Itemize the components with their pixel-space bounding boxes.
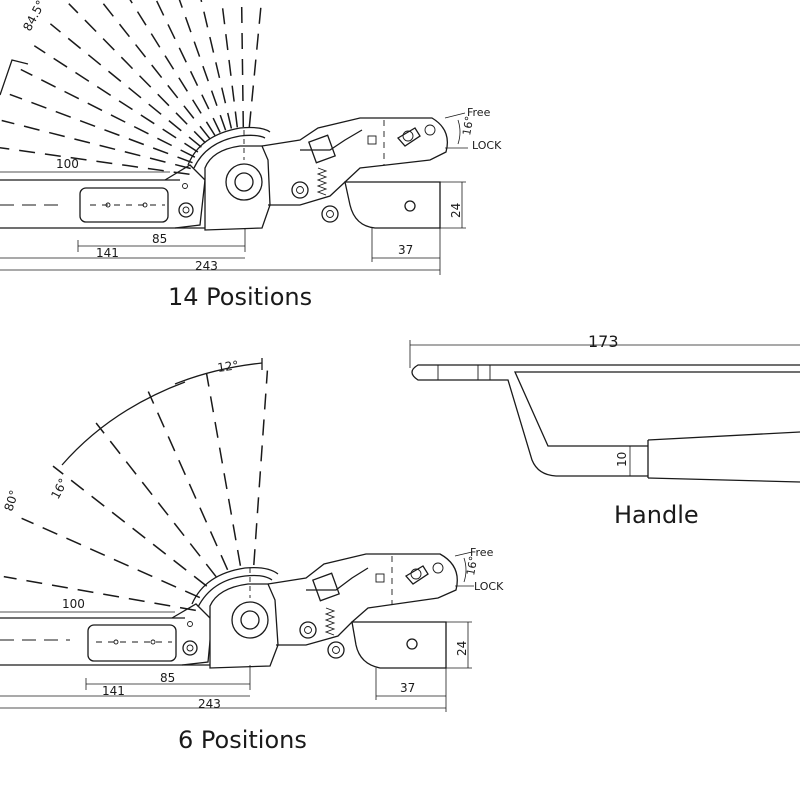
hinge-plate	[171, 603, 213, 666]
lever-arm	[267, 553, 458, 646]
position-arc	[61, 381, 186, 466]
angle-label-84-5: 84.5°	[20, 0, 48, 33]
ratchet-disc	[187, 126, 271, 231]
position-line	[205, 373, 242, 566]
dimension-173: 173	[409, 332, 800, 368]
position-line	[220, 0, 239, 128]
dimension-141: 141	[0, 246, 245, 260]
position-line	[200, 0, 233, 129]
position-line	[95, 422, 217, 578]
angle-label-80: 80°	[2, 488, 22, 513]
free-lock-indicator: Free LOCK 16°	[454, 546, 504, 593]
position-line	[3, 575, 196, 612]
svg-text:LOCK: LOCK	[474, 580, 504, 593]
position-fan-lines	[0, 0, 263, 176]
position-line	[178, 0, 227, 131]
position-fan-lines	[3, 370, 269, 612]
svg-text:37: 37	[398, 243, 413, 257]
svg-text:100: 100	[62, 597, 85, 611]
foot-block	[327, 621, 447, 669]
position-line	[20, 68, 196, 158]
position-arc-outer	[174, 362, 263, 385]
svg-text:37: 37	[400, 681, 415, 695]
dimension-24: 24	[446, 621, 472, 669]
svg-text:85: 85	[160, 671, 175, 685]
svg-text:LOCK: LOCK	[472, 139, 502, 152]
top-view-14-positions: 84.5° 100	[0, 0, 502, 311]
position-line	[9, 93, 193, 164]
dimension-243: 243	[0, 697, 446, 711]
svg-text:10: 10	[615, 452, 629, 467]
svg-text:243: 243	[198, 697, 221, 711]
position-line	[33, 45, 199, 153]
dimension-24: 24	[440, 181, 466, 229]
svg-text:24: 24	[455, 641, 469, 656]
position-line	[147, 391, 229, 571]
position-line	[52, 465, 208, 587]
svg-text:173: 173	[588, 332, 619, 351]
position-line	[68, 3, 206, 144]
lever-arm	[261, 117, 449, 206]
handle-view: 173 10 Handle	[409, 332, 800, 529]
svg-text:85: 85	[152, 232, 167, 246]
svg-text:243: 243	[195, 259, 218, 273]
svg-text:141: 141	[96, 246, 119, 260]
svg-text:141: 141	[102, 684, 125, 698]
position-arc	[0, 59, 29, 96]
svg-text:16°: 16°	[464, 555, 480, 576]
angle-label-12: 12°	[216, 358, 239, 375]
ratchet-disc	[191, 566, 279, 669]
position-line	[253, 370, 269, 566]
svg-text:Free: Free	[467, 106, 491, 119]
svg-text:16°: 16°	[460, 115, 476, 136]
position-line	[1, 119, 191, 170]
angle-label-16: 16°	[48, 476, 70, 501]
base-bar	[0, 179, 245, 229]
svg-text:24: 24	[449, 203, 463, 218]
position-line	[99, 0, 211, 140]
dimension-100: 100	[0, 157, 170, 173]
position-line	[248, 0, 263, 128]
bottom-view-6-positions: 12° 16° 80° 100	[0, 358, 504, 754]
dimension-85: 85	[77, 228, 246, 252]
position-line	[240, 0, 245, 128]
dimension-141: 141	[0, 684, 250, 698]
position-line	[21, 517, 201, 599]
caption-14-positions: 14 Positions	[168, 283, 312, 311]
free-lock-indicator: Free LOCK 16°	[444, 106, 502, 152]
svg-text:100: 100	[56, 157, 79, 171]
foot-block	[321, 181, 441, 229]
caption-6-positions: 6 Positions	[178, 726, 307, 754]
dimension-37: 37	[375, 668, 447, 712]
position-line	[155, 0, 221, 133]
dimension-37: 37	[371, 228, 441, 275]
hinge-plate	[164, 164, 206, 229]
dimension-85: 85	[85, 665, 251, 690]
position-line	[129, 0, 216, 136]
handle-shaft: 10	[411, 364, 800, 483]
base-bar	[0, 617, 250, 666]
dimension-100: 100	[0, 597, 175, 613]
position-line	[49, 23, 202, 148]
dimension-243: 243	[0, 259, 440, 273]
position-line	[0, 146, 190, 176]
svg-text:Free: Free	[470, 546, 494, 559]
caption-handle: Handle	[614, 501, 699, 529]
